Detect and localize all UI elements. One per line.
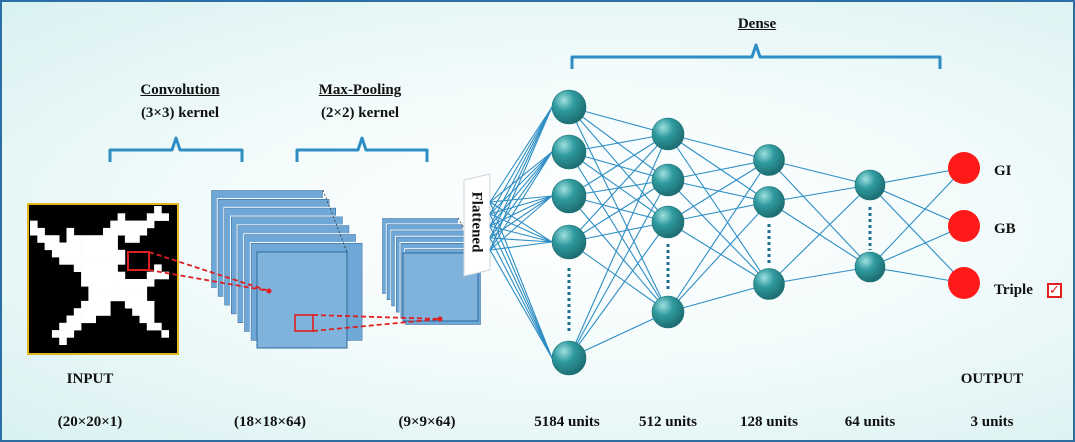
- projection-point: [266, 288, 272, 294]
- neuron-node: [651, 117, 685, 151]
- units-5184-label: 5184 units: [534, 414, 600, 430]
- output-node: [948, 152, 980, 184]
- check-box-icon: ✓: [1047, 283, 1062, 298]
- neuron-node: [854, 251, 886, 283]
- output-label-triple: Triple: [994, 282, 1033, 298]
- neuron-node: [551, 340, 587, 376]
- dense-layer-5184: [551, 89, 587, 376]
- conv-kernel-label: (3×3) kernel: [140, 105, 220, 121]
- neuron-node: [753, 144, 785, 176]
- input-label: INPUT: [66, 371, 114, 387]
- maxpool-label: Max-Pooling: [318, 82, 402, 98]
- input-kernel-box: [127, 251, 150, 271]
- conv-shape-label: (18×18×64): [233, 414, 307, 430]
- dense-label: Dense: [737, 16, 777, 32]
- projection-line: [312, 314, 441, 320]
- neuron-node: [854, 169, 886, 201]
- convolution-bracket: [108, 136, 244, 162]
- projection-point: [437, 316, 443, 322]
- input-image: [30, 206, 169, 345]
- neuron-node: [551, 178, 587, 214]
- projection-line: [148, 269, 270, 292]
- output-layer: [948, 152, 980, 299]
- pool-kernel-label: (2×2) kernel: [320, 105, 400, 121]
- neuron-node: [551, 224, 587, 260]
- output-label-gi: GI: [994, 163, 1012, 179]
- output-label: OUTPUT: [960, 371, 1024, 387]
- dense-bracket: [570, 43, 942, 69]
- pool-shape-label: (9×9×64): [398, 414, 456, 430]
- output-node: [948, 210, 980, 242]
- projection-line: [312, 318, 441, 332]
- dense-layer-128: [753, 144, 785, 300]
- conv-kernel-box: [294, 314, 314, 332]
- neuron-node: [651, 205, 685, 239]
- network-connections: [489, 106, 965, 359]
- neuron-node: [753, 186, 785, 218]
- neuron-node: [753, 268, 785, 300]
- convolution-label: Convolution: [140, 82, 220, 98]
- neuron-node: [551, 134, 587, 170]
- units-3-label: 3 units: [970, 414, 1014, 430]
- units-512-label: 512 units: [639, 414, 697, 430]
- neuron-node: [651, 163, 685, 197]
- conv-front-map: [256, 251, 348, 349]
- flattened-label: Flattened: [468, 191, 485, 253]
- neuron-node: [651, 295, 685, 329]
- flattened-tab: [463, 173, 491, 277]
- input-shape-label: (20×20×1): [57, 414, 123, 430]
- projection-line: [148, 251, 270, 292]
- units-64-label: 64 units: [844, 414, 896, 430]
- dense-layer-64: [854, 169, 886, 283]
- output-label-gb: GB: [994, 221, 1016, 237]
- units-128-label: 128 units: [740, 414, 798, 430]
- dense-layer-512: [651, 117, 685, 329]
- neuron-node: [551, 89, 587, 125]
- maxpool-bracket: [295, 136, 429, 162]
- output-node: [948, 267, 980, 299]
